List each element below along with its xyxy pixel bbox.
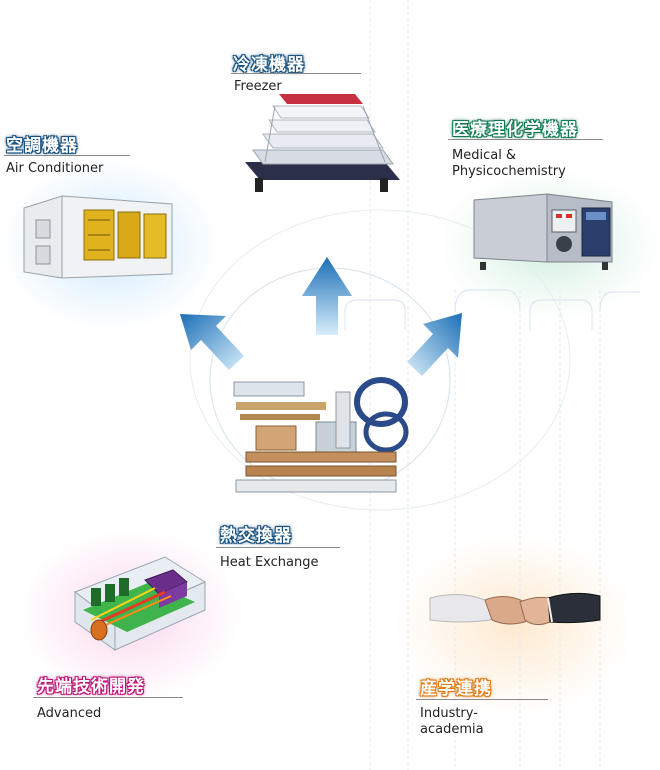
arrow-up-left-icon <box>180 314 244 370</box>
industry-rule <box>416 699 548 700</box>
medical-rule <box>448 139 603 140</box>
industry-glow <box>395 535 635 715</box>
handshake-image <box>429 592 601 626</box>
medical-equipment-image <box>473 193 613 270</box>
heat-exchange-subtitle: Heat Exchange <box>220 555 319 570</box>
medical-subtitle: Medical & Physicochemistry <box>452 148 566 179</box>
advanced-simulation-image <box>73 556 207 651</box>
industry-subtitle: Industry- academia <box>420 706 484 737</box>
freezer-rule <box>231 73 361 74</box>
air-conditioner-title: 空調機器 <box>6 136 78 156</box>
heat-exchange-title: 熱交換器 <box>220 526 292 546</box>
arrow-up-right-icon <box>407 313 462 376</box>
air-conditioner-rule <box>4 155 130 156</box>
advanced-subtitle: Advanced <box>37 706 102 721</box>
advanced-rule <box>33 697 183 698</box>
arrow-up-icon <box>302 257 352 335</box>
advanced-title: 先端技術開発 <box>37 677 145 697</box>
heat-exchange-rule <box>216 547 340 548</box>
freezer-title: 冷凍機器 <box>233 55 305 75</box>
heat-exchanger-image <box>233 377 409 493</box>
industry-title: 産学連携 <box>420 679 492 699</box>
freezer-subtitle: Freezer <box>234 79 282 94</box>
medical-title: 医療理化学機器 <box>452 120 578 140</box>
air-conditioner-subtitle: Air Conditioner <box>6 161 104 176</box>
freezer-image <box>245 94 400 192</box>
air-conditioner-image <box>23 195 173 279</box>
